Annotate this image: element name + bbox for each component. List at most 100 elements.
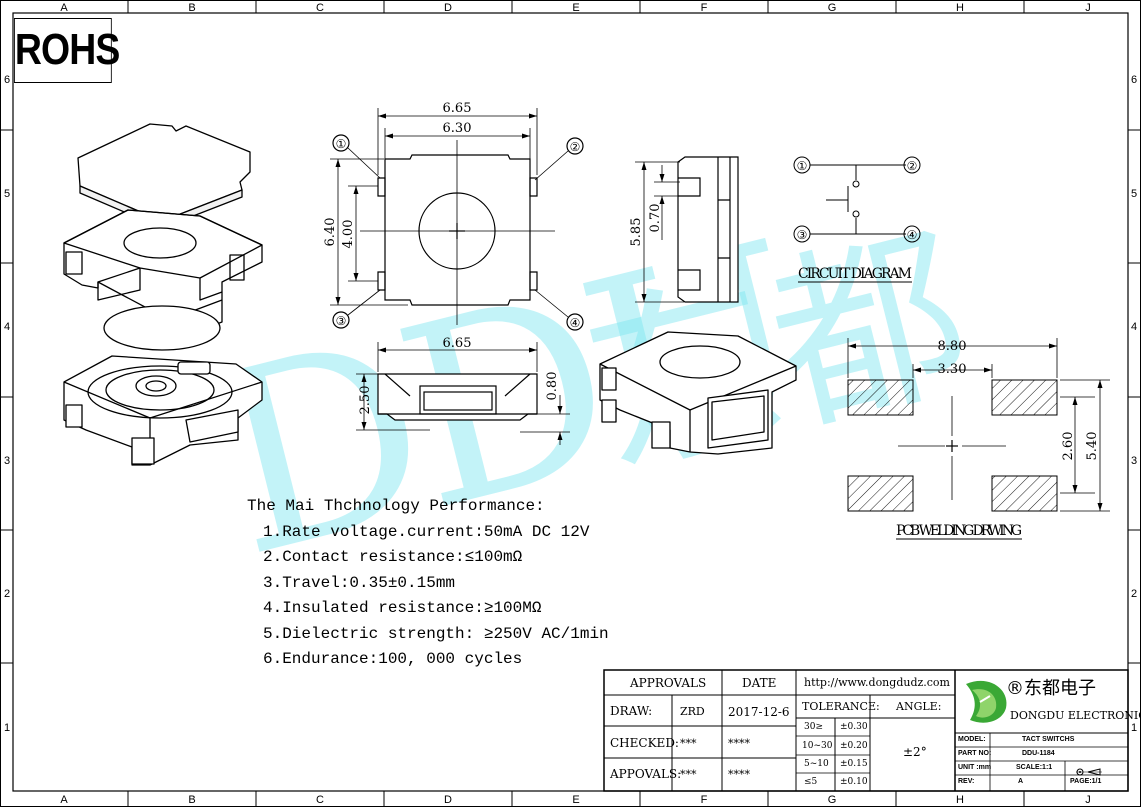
- model-label: MODEL:: [958, 736, 986, 743]
- grid-row-label: 5: [4, 188, 10, 200]
- draw-value: ZRD: [680, 705, 705, 718]
- performance-item: 5.Dielectric strength: ≥250V AC/1min: [263, 624, 609, 643]
- pcb-total-height: 5.40: [1085, 432, 1100, 461]
- exploded-isometric-view: [63, 123, 263, 466]
- top-pin-2: ②: [570, 140, 581, 154]
- front-view-height: 2.50: [358, 386, 373, 415]
- pcb-span: 8.80: [938, 339, 967, 354]
- side-view: [635, 156, 739, 303]
- grid-column-label: J: [1085, 2, 1091, 14]
- grid-row-label: 6: [4, 74, 10, 86]
- tolerance-range: 5~10: [804, 759, 829, 769]
- top-pin-1: ①: [336, 137, 347, 151]
- tolerance-range: ≤5: [804, 777, 818, 787]
- grid-column-label: B: [188, 794, 195, 806]
- performance-item: 1.Rate voltage.current:50mA DC 12V: [263, 522, 590, 541]
- top-view-outer-width: 6.65: [443, 101, 472, 116]
- angle-value: ±2°: [903, 745, 927, 759]
- front-view-stem: 0.80: [545, 372, 560, 401]
- grid-column-label: D: [444, 2, 452, 14]
- title-block: [603, 669, 1129, 792]
- checked-date: ****: [728, 737, 750, 750]
- appovals-date: ****: [728, 768, 750, 781]
- grid-row-label: 3: [1131, 455, 1137, 467]
- rohs-badge: ROHS: [14, 18, 120, 83]
- grid-row-label: 4: [4, 321, 10, 333]
- grid-column-label: C: [316, 2, 324, 14]
- grid-column-label: E: [572, 794, 579, 806]
- front-view: [356, 342, 570, 445]
- grid-row-label: 2: [1131, 588, 1137, 600]
- checked-label: CHECKED:: [610, 736, 679, 750]
- top-view-inner-width: 6.30: [443, 121, 472, 136]
- top-pin-4: ④: [570, 316, 581, 330]
- rev-label: REV:: [958, 778, 975, 785]
- company-name-en: DONGDU ELECTRONICS: [1010, 709, 1141, 722]
- performance-item: 6.Endurance:100, 000 cycles: [263, 650, 523, 668]
- part-value: DDU-1184: [1022, 750, 1055, 757]
- top-view-inner-height: 4.00: [341, 220, 356, 249]
- grid-column-label: H: [956, 2, 964, 14]
- grid-row-label: 2: [4, 588, 10, 600]
- tolerance-value: ±0.10: [840, 777, 868, 787]
- top-pin-3: ③: [336, 314, 347, 328]
- grid-row-label: 1: [1131, 722, 1137, 734]
- grid-row-label: 6: [1131, 74, 1137, 86]
- tolerance-value: ±0.20: [840, 741, 868, 751]
- tolerance-value: ±0.15: [840, 759, 868, 769]
- assembled-isometric-view: [599, 331, 797, 455]
- tolerance-range: 10~30: [802, 741, 833, 751]
- grid-column-label: A: [60, 2, 68, 14]
- pcb-gap: 3.30: [938, 362, 967, 377]
- appovals-value: ***: [680, 768, 697, 781]
- front-view-width: 6.65: [443, 336, 472, 351]
- company-logo: [966, 680, 1007, 723]
- grid-column-label: B: [188, 2, 195, 14]
- approvals-header: APPROVALS: [630, 676, 707, 690]
- circuit-pin-1: ①: [797, 159, 808, 173]
- tolerance-value: ±0.30: [840, 722, 868, 732]
- circuit-pin-4: ④: [907, 228, 918, 242]
- unit-label: UNIT :mm: [958, 764, 992, 771]
- side-view-height: 5.85: [629, 218, 644, 247]
- model-value: TACT SWITCHS: [1022, 736, 1075, 743]
- tolerance-label: TOLERANCE:: [802, 700, 880, 713]
- angle-label: ANGLE:: [896, 700, 942, 713]
- performance-item: 3.Travel:0.35±0.15mm: [263, 573, 456, 592]
- grid-column-label: F: [701, 2, 708, 14]
- checked-value: ***: [680, 737, 697, 750]
- circuit-pin-3: ③: [797, 228, 808, 242]
- grid-column-label: A: [60, 794, 68, 806]
- grid-row-label: 1: [4, 722, 10, 734]
- grid-column-label: E: [572, 2, 579, 14]
- top-view-outer-height: 6.40: [323, 218, 338, 247]
- side-view-offset: 0.70: [648, 204, 663, 233]
- tolerance-range: 30≥: [804, 722, 823, 732]
- part-label: PART NO:: [958, 750, 992, 757]
- grid-column-label: G: [828, 2, 837, 14]
- grid-column-label: J: [1085, 794, 1091, 806]
- performance-list: The Mai Thchnology Performance: 1.Rate v…: [247, 494, 609, 673]
- scale-label: SCALE:1:1: [1016, 764, 1053, 771]
- website: http://www.dongdudz.com: [804, 676, 950, 689]
- circuit-pin-2: ②: [907, 159, 918, 173]
- performance-title: The Mai Thchnology Performance:: [247, 497, 545, 515]
- projection-symbol-icon: [1074, 762, 1104, 776]
- draw-date: 2017-12-6: [728, 705, 790, 719]
- top-view: [330, 108, 584, 331]
- pcb-caption: PCB WELDING DRWING: [896, 523, 1022, 539]
- grid-column-label: G: [828, 794, 837, 806]
- grid-column-label: H: [956, 794, 964, 806]
- performance-item: 2.Contact resistance:≤100mΩ: [263, 548, 523, 566]
- date-header: DATE: [742, 676, 777, 690]
- draw-label: DRAW:: [610, 704, 653, 718]
- grid-column-label: C: [316, 794, 324, 806]
- performance-item: 4.Insulated resistance:≥100MΩ: [263, 599, 542, 617]
- circuit-caption: CIRCUIT DIAGRAM: [798, 266, 912, 282]
- grid-row-label: 5: [1131, 188, 1137, 200]
- company-name-cn: ®东都电子: [1006, 678, 1096, 699]
- grid-row-label: 3: [4, 455, 10, 467]
- rev-value: A: [1018, 778, 1024, 785]
- circuit-diagram: [793, 156, 921, 243]
